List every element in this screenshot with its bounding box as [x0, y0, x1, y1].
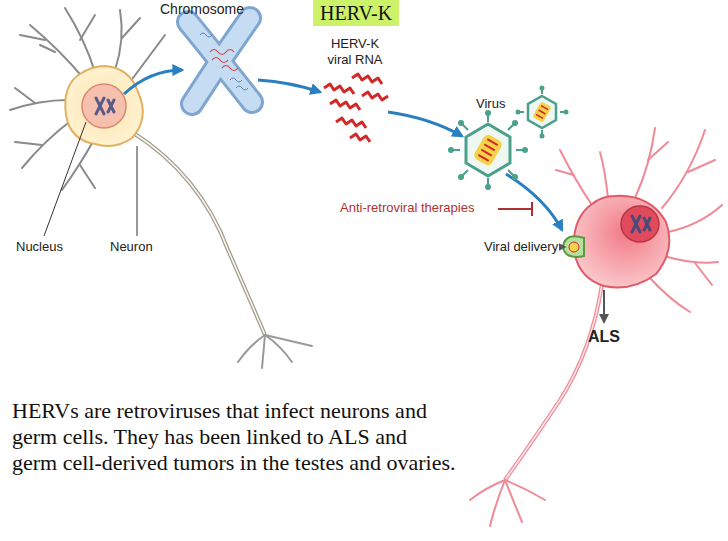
title-highlight: HERV-K: [313, 0, 399, 26]
part-label: Chromosome: [160, 1, 244, 18]
part-label: Nucleus: [16, 239, 63, 255]
part-label: Viral delivery: [484, 239, 558, 255]
part-label: Virus: [476, 96, 505, 112]
caption-text: HERVs are retroviruses that infect neuro…: [12, 398, 457, 476]
disease-label: ALS: [588, 327, 620, 346]
part-label: HERV-K viral RNA: [318, 36, 392, 68]
part-label: Neuron: [110, 239, 153, 255]
therapy-label: Anti-retroviral therapies: [340, 200, 474, 216]
